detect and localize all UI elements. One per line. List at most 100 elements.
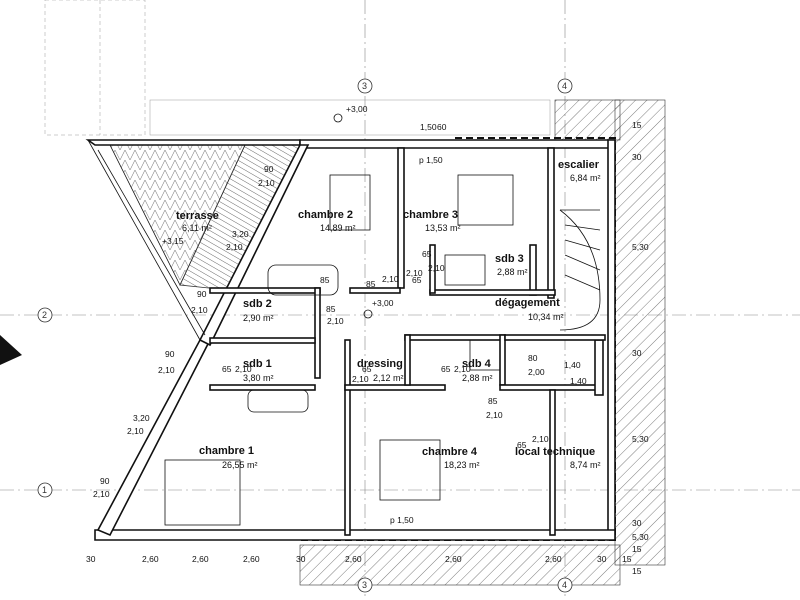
walls bbox=[85, 137, 616, 541]
dim-label: 85 bbox=[320, 275, 330, 285]
dim-label: 65 bbox=[422, 249, 432, 259]
room-name: sdb 2 bbox=[243, 298, 272, 310]
dimension-labels: 90 2,10 3,20 2,10 90 2,10 90 2,10 3,20 2… bbox=[86, 120, 649, 576]
level-markers: +3,00 +3,15 +3,00 bbox=[162, 104, 394, 319]
dim-label: 65 bbox=[412, 275, 422, 285]
dim-label: 80 bbox=[528, 353, 538, 363]
level-label: +3,00 bbox=[372, 298, 394, 308]
axis-label: 1 bbox=[42, 485, 47, 495]
room-name: local technique bbox=[515, 446, 595, 458]
dim-label: 15 bbox=[632, 120, 642, 130]
dim-label: 2,10 bbox=[428, 263, 445, 273]
axis-label: 3 bbox=[362, 81, 367, 91]
axis-markers: 2 1 3 4 3 4 bbox=[37, 78, 573, 593]
dim-label: 1,40 bbox=[564, 360, 581, 370]
dim-label: 2,10 bbox=[382, 274, 399, 284]
room-area: 2,88 m² bbox=[497, 267, 528, 277]
room-area: 8,74 m² bbox=[570, 460, 601, 470]
room-area: 10,34 m² bbox=[528, 312, 564, 322]
dim-label: 2,10 bbox=[258, 178, 275, 188]
room-area: 18,23 m² bbox=[444, 460, 480, 470]
dim-label: 85 bbox=[488, 396, 498, 406]
dim-label: 2,10 bbox=[127, 426, 144, 436]
level-label: +3,15 bbox=[162, 236, 184, 246]
dim-label: 30 bbox=[632, 152, 642, 162]
dim-label: 2,60 bbox=[545, 554, 562, 564]
dim-label: 2,10 bbox=[352, 374, 369, 384]
room-area: 26,55 m² bbox=[222, 460, 258, 470]
dim-label: 85 bbox=[366, 279, 376, 289]
dim-label: 65 bbox=[441, 364, 451, 374]
dim-label: 2,60 bbox=[192, 554, 209, 564]
dim-label: 2,10 bbox=[191, 305, 208, 315]
dim-label: 1,40 bbox=[570, 376, 587, 386]
dim-label: 2,10 bbox=[486, 410, 503, 420]
axis-label: 3 bbox=[362, 580, 367, 590]
dim-label: 2,60 bbox=[445, 554, 462, 564]
dim-label: 2,60 bbox=[243, 554, 260, 564]
dim-label: 2,00 bbox=[528, 367, 545, 377]
room-area: 14,89 m² bbox=[320, 223, 356, 233]
dim-label: 5,30 bbox=[632, 242, 649, 252]
room-name: chambre 1 bbox=[199, 445, 254, 457]
axis-label: 4 bbox=[562, 81, 567, 91]
dim-label: 65 bbox=[517, 440, 527, 450]
dim-label: p 1,50 bbox=[419, 155, 443, 165]
room-name: sdb 3 bbox=[495, 253, 524, 265]
dim-label: 2,10 bbox=[158, 365, 175, 375]
dim-label: 3,20 bbox=[232, 229, 249, 239]
dim-label: 3,20 bbox=[133, 413, 150, 423]
room-area: 2,12 m² bbox=[373, 373, 404, 383]
dim-label: 30 bbox=[296, 554, 306, 564]
room-name: dressing bbox=[357, 358, 403, 370]
room-name: sdb 4 bbox=[462, 358, 492, 370]
interior-stair bbox=[559, 209, 601, 331]
room-name: sdb 1 bbox=[243, 358, 272, 370]
dim-label: p 1,50 bbox=[390, 515, 414, 525]
dim-label: 2,10 bbox=[235, 364, 252, 374]
room-area: 6,84 m² bbox=[570, 173, 601, 183]
dim-label: 65 bbox=[362, 364, 372, 374]
dim-label: 2,10 bbox=[454, 364, 471, 374]
dim-label: 2,10 bbox=[532, 434, 549, 444]
room-area: 2,88 m² bbox=[462, 373, 493, 383]
dim-label: 90 bbox=[264, 164, 274, 174]
dim-label: 90 bbox=[100, 476, 110, 486]
dim-label: 65 bbox=[222, 364, 232, 374]
room-name: chambre 4 bbox=[422, 446, 478, 458]
dim-label: 2,60 bbox=[345, 554, 362, 564]
dim-label: 30 bbox=[597, 554, 607, 564]
dim-label: 2,10 bbox=[406, 268, 423, 278]
room-name: chambre 2 bbox=[298, 209, 353, 221]
room-name: dégagement bbox=[495, 297, 560, 309]
dim-label: 2,10 bbox=[226, 242, 243, 252]
dim-label: 15 bbox=[622, 554, 632, 564]
axis-label: 2 bbox=[42, 310, 47, 320]
north-arrow-icon bbox=[0, 335, 22, 365]
dim-label: 2,10 bbox=[327, 316, 344, 326]
dim-label: 2,10 bbox=[93, 489, 110, 499]
room-area: 6,11 m² bbox=[182, 223, 212, 233]
dim-label: 30 bbox=[86, 554, 96, 564]
room-labels: terrasse 6,11 m² chambre 2 14,89 m² cham… bbox=[176, 159, 601, 470]
furniture bbox=[164, 174, 514, 526]
room-area: 3,80 m² bbox=[243, 373, 274, 383]
level-label: +3,00 bbox=[346, 104, 368, 114]
exterior-stairs bbox=[44, 0, 551, 136]
dim-label: 90 bbox=[197, 289, 207, 299]
room-name: chambre 3 bbox=[403, 209, 458, 221]
dim-label: 1,50 bbox=[420, 122, 437, 132]
dim-label: 30 bbox=[632, 518, 642, 528]
room-area: 13,53 m² bbox=[425, 223, 461, 233]
dim-label: 85 bbox=[326, 304, 336, 314]
dim-label: 5,30 bbox=[632, 434, 649, 444]
dim-label: 30 bbox=[632, 348, 642, 358]
axis-label: 4 bbox=[562, 580, 567, 590]
dim-label: 2,60 bbox=[142, 554, 159, 564]
dim-label: 5,30 bbox=[632, 532, 649, 542]
dim-label: 60 bbox=[437, 122, 447, 132]
room-area: 2,90 m² bbox=[243, 313, 274, 323]
dim-label: 90 bbox=[165, 349, 175, 359]
dim-label: 15 bbox=[632, 544, 642, 554]
